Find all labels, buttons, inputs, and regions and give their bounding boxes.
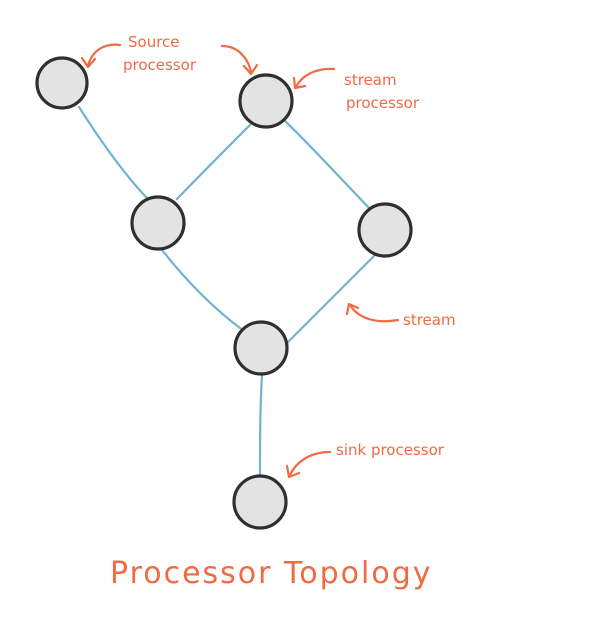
source-arrow-left (86, 43, 122, 68)
source-processor-label-line1: Source (128, 33, 180, 51)
stream-processor-label-line1: stream (344, 71, 397, 89)
stream-processor-node-right (357, 202, 413, 258)
stream-processor-node-left (130, 195, 186, 251)
stream-label: stream (403, 311, 456, 329)
stream-arrow-head (345, 302, 360, 316)
edge-top-to-right-middle (283, 119, 373, 212)
edge-right-middle-to-bottom-middle (285, 254, 376, 345)
sink-arrow-head (285, 464, 301, 479)
edge-left-middle-to-bottom-middle (157, 244, 246, 333)
source-processor-node (35, 56, 89, 110)
stream-processor-node-top (238, 73, 294, 129)
stream-arrow (348, 303, 400, 323)
source-arrow-right-head (242, 63, 259, 76)
stream-processor-arrow-head (292, 76, 307, 90)
edge-bottom-middle-to-sink (258, 373, 264, 477)
source-arrow-right (220, 44, 253, 74)
sink-processor-node (232, 474, 288, 530)
edge-top-to-left-middle (175, 123, 252, 201)
stream-edges (77, 105, 376, 477)
stream-processor-arrow (294, 67, 336, 89)
processor-nodes (35, 56, 413, 530)
annotation-arrows (80, 43, 400, 479)
stream-processor-label-line2: processor (346, 94, 420, 112)
diagram-title: Processor Topology (110, 556, 433, 591)
sink-arrow (288, 450, 332, 477)
sink-processor-label: sink processor (336, 441, 445, 459)
annotation-labels: Source processor stream processor stream… (110, 33, 456, 591)
source-processor-label-line2: processor (123, 56, 197, 74)
stream-processor-node-bottom (233, 320, 289, 376)
edge-source-to-left-middle (77, 105, 149, 200)
source-arrow-left-head (80, 56, 97, 69)
